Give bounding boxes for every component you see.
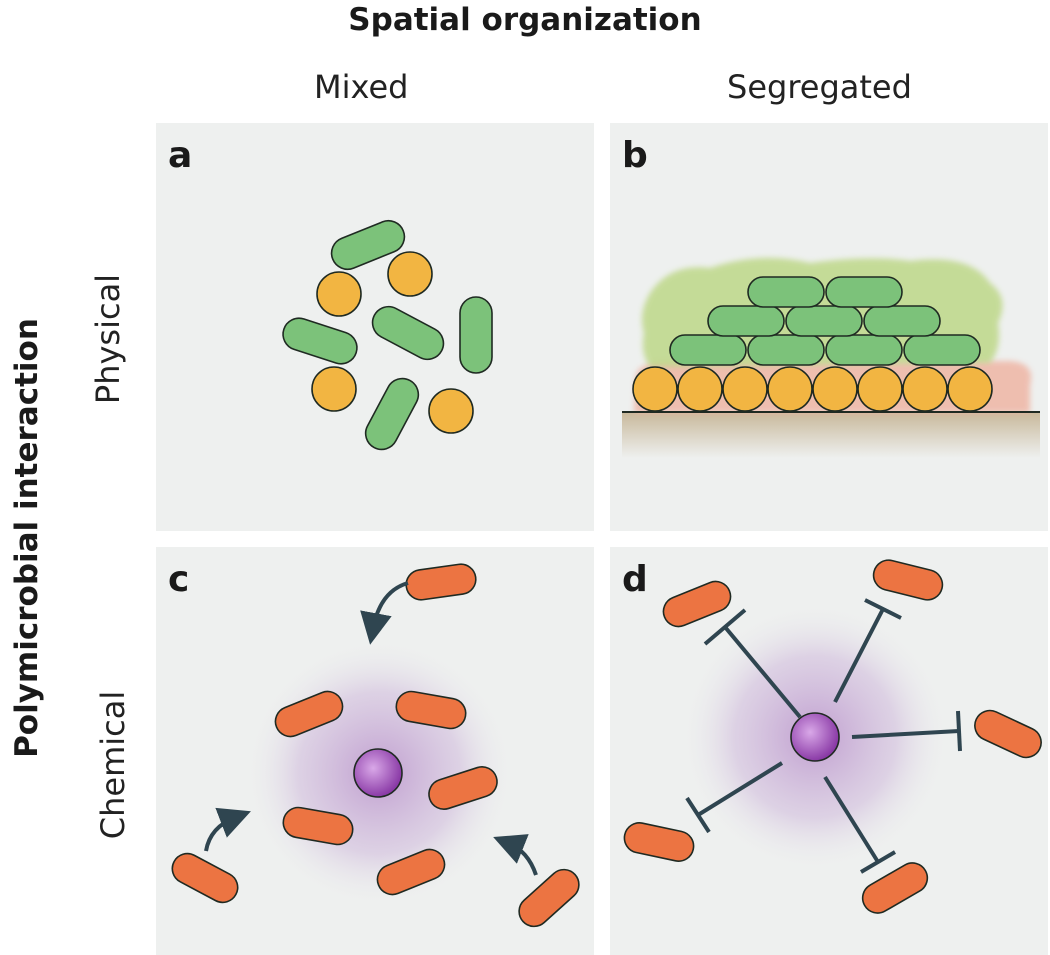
arrow-inward xyxy=(204,807,251,852)
green-rod xyxy=(459,296,493,374)
substrate xyxy=(622,412,1040,458)
column-label-mixed: Mixed xyxy=(314,68,409,106)
inhibition-line xyxy=(823,775,880,864)
orange-rod xyxy=(872,559,944,601)
panel-c: c xyxy=(156,547,594,955)
orange-coccus xyxy=(947,366,993,412)
panel-a-letter: a xyxy=(168,135,193,176)
orange-coccus xyxy=(767,366,813,412)
signal-molecule xyxy=(790,712,840,762)
green-rod xyxy=(785,305,863,337)
green-rod xyxy=(863,305,941,337)
orange-rod xyxy=(518,868,580,928)
orange-coccus xyxy=(677,366,723,412)
inhibition-line xyxy=(956,710,962,752)
green-rod xyxy=(747,276,825,308)
orange-rod xyxy=(274,690,344,738)
panel-b-letter: b xyxy=(622,135,648,176)
green-rod xyxy=(282,317,358,365)
panel-a: a xyxy=(156,123,594,531)
inhibition-line xyxy=(833,608,885,703)
orange-rod xyxy=(171,852,239,904)
orange-rod xyxy=(376,848,446,896)
panel-c-letter: c xyxy=(168,559,190,600)
inhibition-line xyxy=(859,850,897,874)
panel-b: b xyxy=(610,123,1048,531)
orange-coccus xyxy=(316,271,362,317)
panel-d-illustration xyxy=(623,559,1042,914)
orange-coccus xyxy=(632,366,678,412)
orange-rod xyxy=(282,806,354,846)
green-rod xyxy=(707,305,785,337)
orange-rod xyxy=(405,563,477,601)
green-rod xyxy=(747,334,825,366)
column-axis-title: Spatial organization xyxy=(348,2,702,38)
orange-rod xyxy=(428,766,498,810)
orange-rod xyxy=(974,709,1042,759)
green-rod xyxy=(825,334,903,366)
green-rod xyxy=(330,219,406,271)
green-rod xyxy=(364,377,420,451)
orange-coccus xyxy=(902,366,948,412)
inhibition-line xyxy=(864,598,902,620)
green-rod xyxy=(825,276,903,308)
inhibition-line xyxy=(685,796,711,834)
panel-d: d xyxy=(610,547,1048,955)
orange-rod xyxy=(662,580,732,628)
panel-c-illustration xyxy=(171,563,580,928)
row-label-physical: Physical xyxy=(89,273,127,405)
orange-coccus xyxy=(857,366,903,412)
row-axis-title: Polymicrobial interaction xyxy=(9,318,45,758)
arrow-inward xyxy=(360,581,409,645)
inhibition-line xyxy=(696,761,784,817)
green-rod xyxy=(371,305,445,361)
orange-coccus xyxy=(311,366,357,412)
orange-rod xyxy=(395,690,467,730)
orange-coccus xyxy=(722,366,768,412)
inhibition-line xyxy=(703,608,747,646)
signal-molecule xyxy=(353,748,403,798)
panel-a-illustration xyxy=(282,219,493,451)
inhibition-line xyxy=(723,625,802,719)
orange-coccus xyxy=(387,251,433,297)
arrow-inward xyxy=(493,834,538,876)
green-rod xyxy=(669,334,747,366)
orange-coccus xyxy=(812,366,858,412)
green-rod xyxy=(903,334,981,366)
orange-rod xyxy=(623,822,695,862)
orange-coccus xyxy=(428,388,474,434)
panel-d-letter: d xyxy=(622,559,648,600)
panel-b-illustration xyxy=(622,258,1040,458)
column-label-segregated: Segregated xyxy=(727,68,912,106)
inhibition-line xyxy=(851,729,960,739)
row-label-chemical: Chemical xyxy=(94,690,132,840)
orange-rod xyxy=(861,862,929,914)
